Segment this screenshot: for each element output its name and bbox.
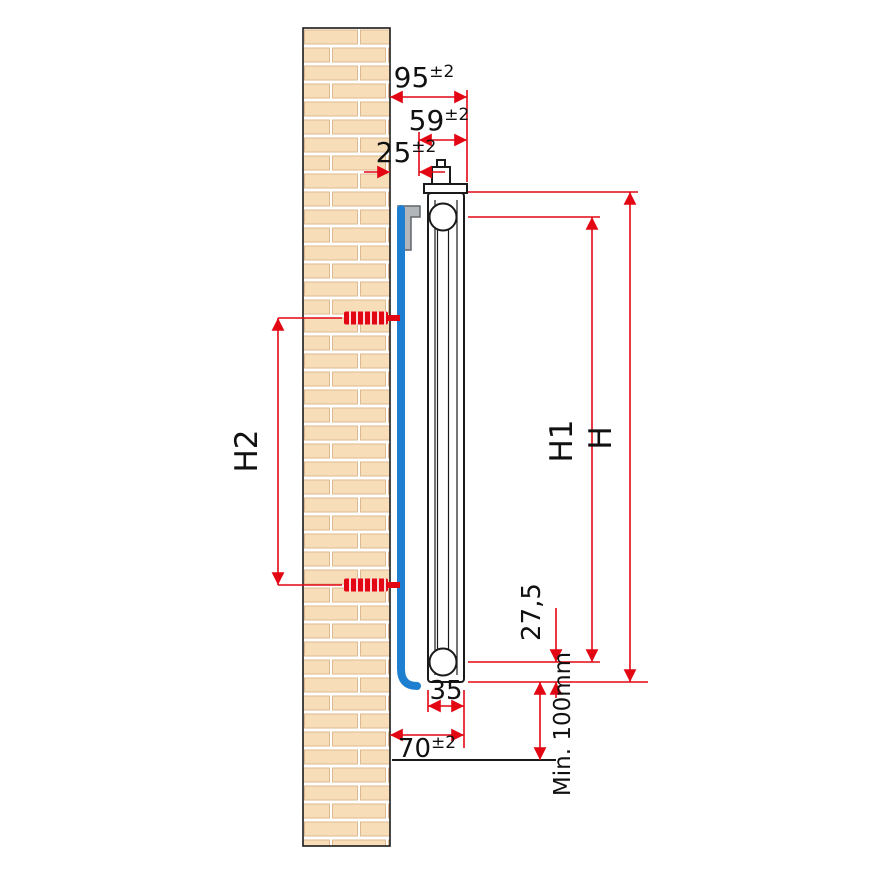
top-clip — [431, 166, 451, 185]
dim-h1: H1 — [544, 217, 599, 662]
mounting-rail — [397, 205, 421, 690]
dim-95-label: 95±2 — [394, 61, 455, 94]
dim-95: 95±2 — [390, 61, 468, 182]
wall-plug-bottom — [344, 578, 400, 592]
dim-25: 25±2 — [364, 136, 445, 179]
dim-h1-label: H1 — [544, 419, 580, 462]
dim-70: 70±2 — [390, 728, 464, 764]
dim-59-label: 59±2 — [409, 104, 470, 137]
dim-h: H — [583, 192, 637, 682]
brick-wall — [302, 27, 391, 847]
dim-min-100: Min. 100mm — [533, 652, 576, 796]
water-channel — [436, 205, 450, 669]
dim-70-label: 70±2 — [398, 733, 456, 764]
dim-min-100-label: Min. 100mm — [550, 652, 576, 796]
dim-27-5: 27,5 — [517, 583, 563, 698]
dim-27-5-label: 27,5 — [517, 583, 547, 641]
bottom-connection — [428, 647, 458, 677]
wall-outline — [302, 27, 391, 847]
top-grille — [423, 183, 468, 194]
dim-59: 59±2 — [409, 104, 470, 176]
dim-h2-label: H2 — [229, 429, 265, 472]
dim-35: 35 — [427, 676, 465, 748]
dim-h-label: H — [583, 426, 619, 449]
dim-h2: H2 — [229, 317, 342, 586]
radiator — [423, 159, 468, 683]
dim-35-label: 35 — [429, 676, 462, 706]
top-clip-tab — [436, 159, 446, 168]
dim-25-label: 25±2 — [376, 136, 437, 169]
top-connection — [428, 202, 458, 232]
wall-plug-top — [344, 311, 400, 325]
